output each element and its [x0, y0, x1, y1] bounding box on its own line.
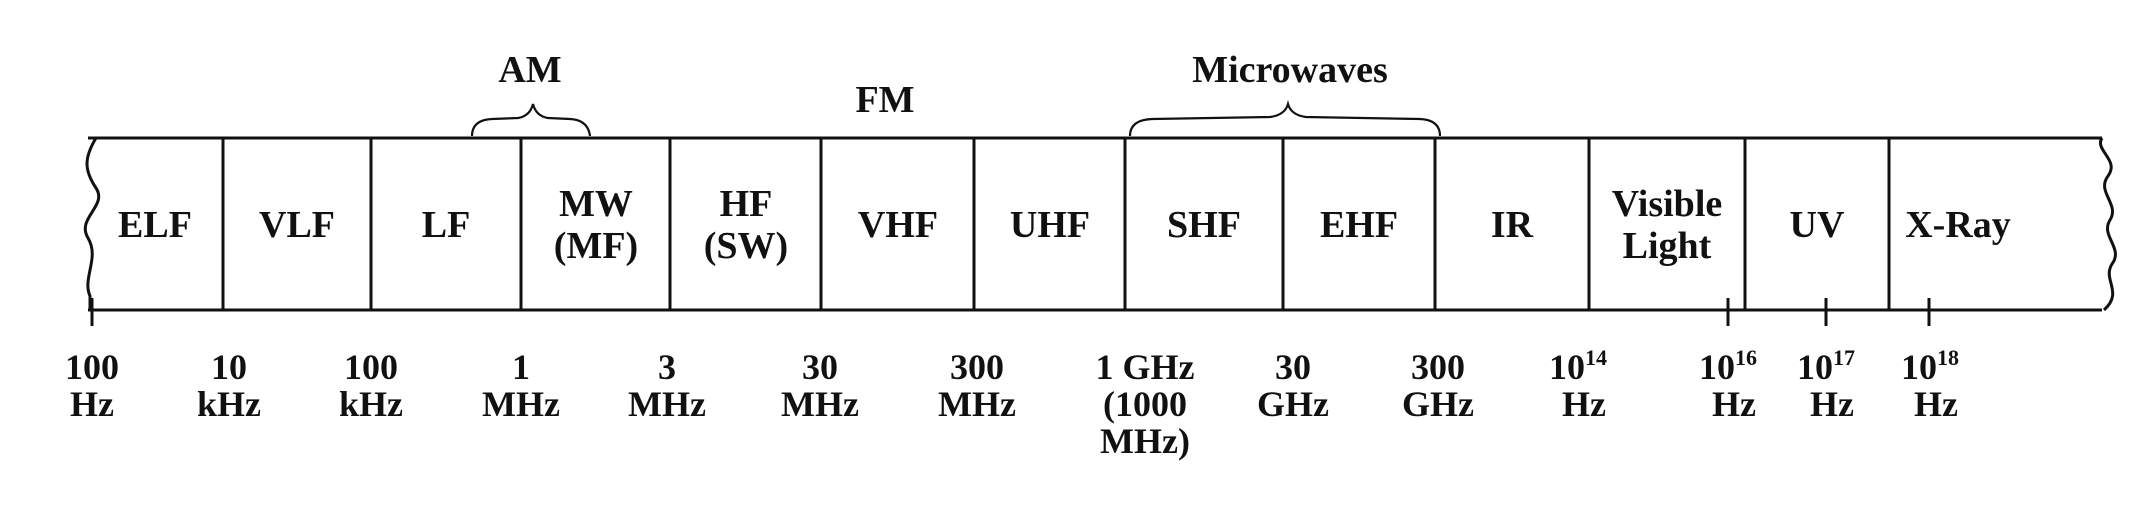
band-label: Visible: [1612, 183, 1723, 225]
band-label: IR: [1491, 204, 1534, 246]
band-label: (MF): [554, 225, 638, 267]
frequency-unit-label: Hz: [1562, 384, 1606, 424]
frequency-label: 30: [1275, 347, 1311, 387]
microwaves-group-label: Microwaves: [1192, 49, 1388, 91]
frequency-label: MHz: [781, 384, 859, 424]
frequency-unit-label: Hz: [1914, 384, 1958, 424]
spectrum-strip: [84, 136, 2117, 326]
frequency-label: MHz): [1100, 421, 1190, 461]
frequency-label: 30: [802, 347, 838, 387]
band-label: HF: [720, 183, 773, 225]
band-label: EHF: [1320, 204, 1398, 246]
frequency-unit-label: Hz: [1712, 384, 1756, 424]
frequency-label: kHz: [339, 384, 403, 424]
frequency-unit-label: Hz: [1810, 384, 1854, 424]
frequency-label: 300: [1411, 347, 1465, 387]
band-label: VHF: [858, 204, 938, 246]
frequency-label: 1014: [1549, 345, 1607, 387]
frequency-label: 1 GHz: [1096, 347, 1195, 387]
frequency-label: 1016: [1699, 345, 1757, 387]
frequency-label: 1: [512, 347, 530, 387]
frequency-label: 300: [950, 347, 1004, 387]
frequency-label: GHz: [1257, 384, 1329, 424]
frequency-label: Hz: [70, 384, 114, 424]
strip-left-wavy-edge: [84, 137, 100, 310]
band-label: VLF: [259, 204, 335, 246]
band-label: X-Ray: [1905, 204, 2011, 246]
band-label: LF: [422, 204, 471, 246]
frequency-label: GHz: [1402, 384, 1474, 424]
frequency-label: MHz: [628, 384, 706, 424]
frequency-label: MHz: [482, 384, 560, 424]
frequency-label: 1017: [1797, 345, 1855, 387]
band-label: (SW): [704, 225, 788, 267]
am-group-label: AM: [498, 49, 561, 91]
frequency-label: 3: [658, 347, 676, 387]
frequency-label: 1018: [1901, 345, 1959, 387]
am-brace: [470, 103, 592, 137]
band-label: SHF: [1167, 204, 1241, 246]
band-label: UV: [1790, 204, 1845, 246]
frequency-label: kHz: [197, 384, 261, 424]
band-label: UHF: [1010, 204, 1090, 246]
frequency-label: 100: [65, 347, 119, 387]
band-label: Light: [1623, 225, 1712, 267]
band-label: ELF: [118, 204, 192, 246]
frequency-label: (1000: [1103, 384, 1187, 424]
microwaves-brace: [1128, 99, 1442, 137]
frequency-label: 10: [211, 347, 247, 387]
fm-group-label: FM: [855, 79, 914, 121]
band-label: MW: [559, 183, 633, 225]
frequency-label: 100: [344, 347, 398, 387]
frequency-label: MHz: [938, 384, 1016, 424]
strip-right-wavy-edge: [2098, 137, 2117, 312]
